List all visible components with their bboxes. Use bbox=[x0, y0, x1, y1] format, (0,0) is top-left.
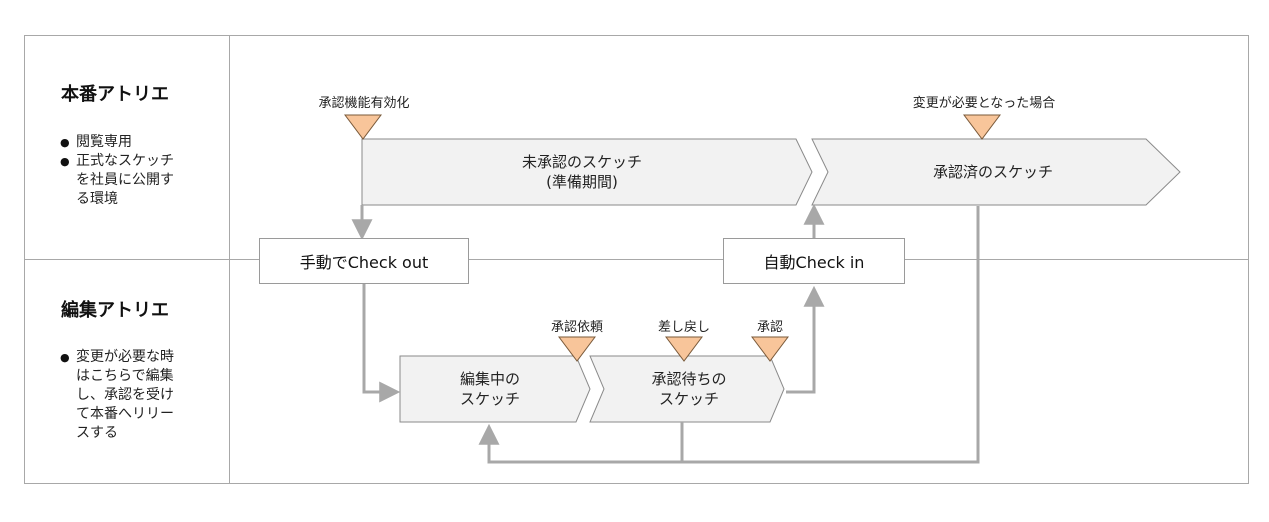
trigger-reject-icon bbox=[665, 336, 703, 362]
connector-pending-to-checkin bbox=[786, 285, 825, 394]
approved-sketch-label: 承認済のスケッチ bbox=[932, 163, 1053, 181]
editing-sketch-label: 編集中の スケッチ bbox=[459, 370, 520, 408]
unapproved-sketch-label: 未承認のスケッチ (準備期間) bbox=[521, 153, 642, 191]
trigger-request-icon bbox=[558, 336, 596, 362]
connector-checkout-to-editing bbox=[362, 284, 401, 403]
trigger-enable-approval-icon bbox=[344, 114, 382, 140]
editing-lane-bullets: 変更が必要な時 はこちらで編集 し、承認を受け て本番へリリー スする bbox=[60, 348, 174, 443]
unapproved-sketch-chevron bbox=[361, 138, 813, 206]
manual-checkout-box: 手動でCheck out bbox=[259, 238, 469, 284]
production-lane-bullets: 閲覧専用 正式なスケッチ を社員に公開す る環境 bbox=[60, 133, 174, 209]
production-bullet-2: 正式なスケッチ を社員に公開す る環境 bbox=[60, 152, 174, 209]
production-bullet-1: 閲覧専用 bbox=[60, 133, 174, 152]
production-lane-title: 本番アトリエ bbox=[61, 84, 169, 105]
editing-lane-title: 編集アトリエ bbox=[61, 300, 169, 321]
trigger-reject-label: 差し戻し bbox=[657, 320, 711, 335]
trigger-approve-icon bbox=[751, 336, 789, 362]
trigger-approve-label: 承認 bbox=[756, 320, 784, 335]
trigger-request-label: 承認依頼 bbox=[550, 320, 604, 335]
trigger-enable-approval-label: 承認機能有効化 bbox=[318, 96, 410, 111]
editing-sketch-chevron bbox=[399, 355, 591, 423]
lane-divider-horizontal bbox=[24, 259, 1249, 260]
approved-sketch-chevron bbox=[811, 138, 1181, 206]
trigger-change-needed-icon bbox=[963, 114, 1001, 140]
pending-sketch-label: 承認待ちの スケッチ bbox=[651, 370, 727, 408]
editing-bullet-1: 変更が必要な時 はこちらで編集 し、承認を受け て本番へリリー スする bbox=[60, 348, 174, 443]
connector-approved-loop-back bbox=[478, 206, 980, 464]
auto-checkin-box: 自動Check in bbox=[723, 238, 905, 284]
trigger-change-needed-label: 変更が必要となった場合 bbox=[912, 96, 1056, 111]
